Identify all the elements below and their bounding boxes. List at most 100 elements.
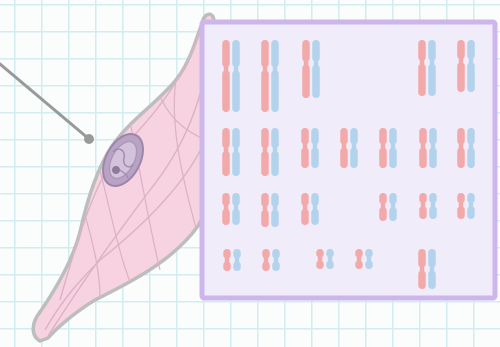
- chromosome-arm: [389, 207, 397, 221]
- chromosome-arm: [301, 128, 309, 145]
- chromosome-arm: [457, 128, 465, 145]
- chromosome-arm: [312, 65, 320, 98]
- chromosome-arm: [419, 193, 427, 203]
- centromere: [459, 59, 464, 63]
- cell: [33, 14, 214, 341]
- chromosome-arm: [429, 128, 437, 145]
- centromere: [313, 205, 318, 209]
- centromere: [263, 206, 268, 210]
- chromosome-arm: [355, 249, 363, 258]
- chromosome-arm: [222, 151, 230, 176]
- centromere: [381, 144, 386, 148]
- chromosome-arm: [418, 271, 426, 290]
- chromosome-arm: [350, 128, 358, 145]
- centromere: [381, 204, 386, 208]
- chromosome-arm: [232, 209, 240, 225]
- chromosome-arm: [457, 193, 465, 203]
- chromosome-arm: [316, 249, 324, 258]
- chromosome-arm: [340, 128, 348, 145]
- chromosome-arm: [271, 151, 279, 176]
- chromosome-arm: [467, 193, 475, 203]
- nucleolus: [112, 166, 120, 174]
- chromosome-arm: [312, 40, 320, 62]
- chromosome-arm: [428, 249, 436, 268]
- chromosome-arm: [429, 193, 437, 203]
- centromere: [391, 144, 396, 148]
- chromosome-arm: [232, 151, 240, 176]
- centromere: [235, 258, 240, 262]
- chromosome-arm: [326, 261, 334, 270]
- chromosome-arm: [301, 193, 309, 206]
- chromosome-arm: [301, 209, 309, 225]
- chromosome-arm: [355, 261, 363, 270]
- chromosome-arm: [340, 148, 348, 169]
- chromosome-arm: [262, 249, 270, 259]
- chromosome-arm: [311, 128, 319, 145]
- chromosome-arm: [326, 249, 334, 258]
- chromosome-arm: [271, 210, 279, 227]
- centromere: [313, 144, 318, 148]
- chromosome-arm: [389, 148, 397, 169]
- chromosome-arm: [223, 249, 231, 259]
- centromere: [342, 144, 347, 148]
- chromosome-arm: [232, 70, 240, 112]
- chromosome-arm: [418, 40, 426, 61]
- chromosome-arm: [457, 148, 465, 169]
- chromosome-arm: [467, 148, 475, 169]
- chromosome-arm: [261, 151, 269, 176]
- chromosome-arm: [222, 209, 230, 225]
- chromosome-arm: [467, 206, 475, 219]
- centromere: [367, 257, 372, 261]
- chromosome-arm: [379, 128, 387, 145]
- centromere: [318, 257, 323, 261]
- centromere: [224, 67, 229, 71]
- chromosome-arm: [350, 148, 358, 169]
- chromosome-arm: [232, 128, 240, 148]
- centromere: [431, 203, 436, 207]
- centromere: [303, 144, 308, 148]
- chromosome-arm: [379, 193, 387, 204]
- centromere: [264, 258, 269, 262]
- chromosome-arm: [261, 193, 269, 207]
- chromosome-arm: [418, 249, 426, 268]
- centromere: [391, 204, 396, 208]
- chromosome-arm: [233, 262, 241, 272]
- chromosome-arm: [428, 271, 436, 290]
- chromosome-arm: [379, 148, 387, 169]
- centromere: [273, 206, 278, 210]
- chromosome-arm: [379, 207, 387, 221]
- chromosome-arm: [419, 148, 427, 169]
- chromosome-arm: [262, 262, 270, 272]
- centromere: [459, 144, 464, 148]
- chromosome-arm: [261, 210, 269, 227]
- chromosome-arm: [271, 40, 279, 67]
- chromosome-arm: [232, 193, 240, 206]
- chromosome-arm: [223, 262, 231, 272]
- chromosome-arm: [365, 249, 373, 258]
- chromosome-arm: [428, 64, 436, 96]
- centromere: [263, 67, 268, 71]
- chromosome-arm: [419, 206, 427, 219]
- chromosome-arm: [365, 261, 373, 270]
- centromere: [469, 144, 474, 148]
- chromosome-arm: [261, 128, 269, 148]
- chromosome-arm: [429, 148, 437, 169]
- chromosome-arm: [222, 193, 230, 206]
- karyotype-panel: [202, 22, 495, 298]
- centromere: [430, 60, 435, 64]
- chromosome-arm: [272, 262, 280, 272]
- centromere: [328, 257, 333, 261]
- centromere: [469, 203, 474, 207]
- chromosome-arm: [419, 128, 427, 145]
- pointer-line: [0, 64, 94, 144]
- chromosome-arm: [302, 65, 310, 98]
- chromosome-arm: [233, 249, 241, 259]
- centromere: [273, 148, 278, 152]
- centromere: [234, 67, 239, 71]
- chromosome-arm: [232, 40, 240, 67]
- chromosome-arm: [302, 40, 310, 62]
- centromere: [430, 267, 435, 271]
- chromosome-arm: [301, 148, 309, 169]
- chromosome-arm: [428, 40, 436, 61]
- centromere: [459, 203, 464, 207]
